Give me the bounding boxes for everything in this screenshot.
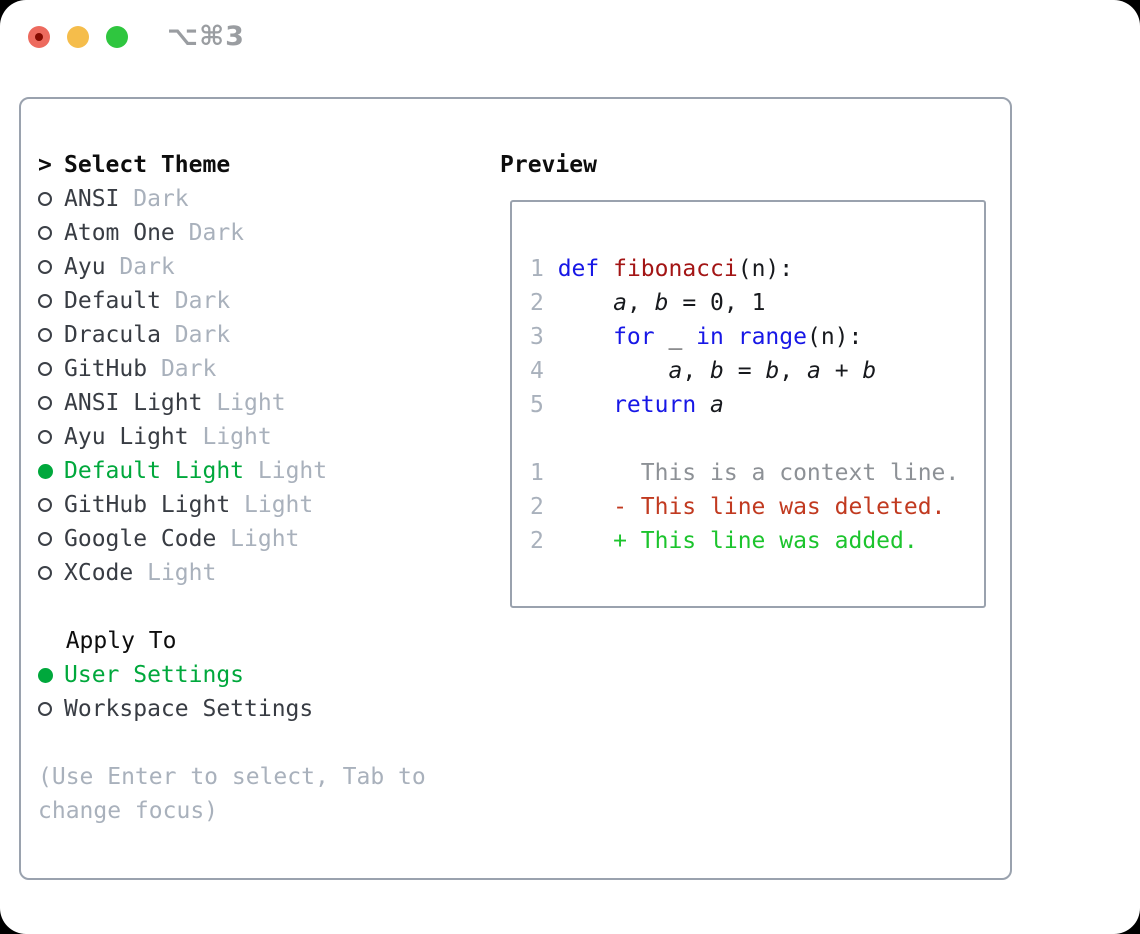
radio-icon [38, 566, 52, 580]
line-number: 2 [530, 494, 544, 520]
theme-option[interactable]: ANSI Dark [38, 182, 327, 216]
radio-icon [38, 463, 53, 479]
theme-option[interactable]: Ayu Dark [38, 250, 327, 284]
line-number: 3 [530, 324, 544, 350]
radio-icon [38, 702, 52, 716]
code-line: 5 return a [530, 388, 959, 422]
line-number: 1 [530, 256, 544, 282]
radio-icon [38, 260, 52, 274]
radio-icon [38, 667, 53, 683]
code-line: 4 a, b = b, a + b [530, 354, 959, 388]
code-line: 3 for _ in range(n): [530, 320, 959, 354]
apply-to-section: Apply To User Settings Workspace Setting… [38, 624, 313, 726]
minimize-button-icon[interactable] [67, 26, 89, 48]
theme-option[interactable]: GitHub Dark [38, 352, 327, 386]
code-line: 2 + This line was added. [530, 524, 959, 558]
theme-option[interactable]: Dracula Dark [38, 318, 327, 352]
theme-option[interactable]: XCode Light [38, 556, 327, 590]
code-line: 2 a, b = 0, 1 [530, 286, 959, 320]
line-number: 2 [530, 290, 544, 316]
radio-icon [38, 328, 52, 342]
zoom-button-icon[interactable] [106, 26, 128, 48]
radio-icon [38, 226, 52, 240]
theme-option[interactable]: Default Dark [38, 284, 327, 318]
preview-pane [510, 200, 986, 608]
theme-option[interactable]: Google Code Light [38, 522, 327, 556]
radio-icon [38, 192, 52, 206]
select-theme-title: Select Theme [64, 152, 231, 178]
radio-icon [38, 396, 52, 410]
code-line: 2 - This line was deleted. [530, 490, 959, 524]
line-number: 4 [530, 358, 544, 384]
line-number: 5 [530, 392, 544, 418]
keyboard-shortcut-label: ⌥⌘3 [167, 21, 245, 52]
radio-icon [38, 294, 52, 308]
code-line [530, 422, 959, 456]
apply-to-option[interactable]: User Settings [38, 658, 313, 692]
code-line: 1 This is a context line. [530, 456, 959, 490]
close-button-icon[interactable] [28, 26, 50, 48]
apply-to-label: Apply To [65, 628, 177, 654]
radio-icon [38, 498, 52, 512]
radio-icon [38, 430, 52, 444]
radio-icon [38, 532, 52, 546]
preview-title: Preview [500, 152, 597, 178]
theme-option[interactable]: ANSI Light Light [38, 386, 327, 420]
theme-option[interactable]: Atom One Dark [38, 216, 327, 250]
theme-option[interactable]: Ayu Light Light [38, 420, 327, 454]
help-text: (Use Enter to select, Tab to change focu… [38, 764, 426, 824]
titlebar: ⌥⌘3 [0, 0, 1140, 76]
select-theme-header: > Select Theme [38, 148, 327, 182]
prompt-icon: > [38, 152, 52, 178]
apply-to-option[interactable]: Workspace Settings [38, 692, 313, 726]
line-number: 2 [530, 528, 544, 554]
theme-option[interactable]: GitHub Light Light [38, 488, 327, 522]
theme-list: > Select Theme ANSI Dark Atom One Dark A… [38, 148, 327, 590]
radio-icon [38, 362, 52, 376]
theme-option[interactable]: Default Light Light [38, 454, 327, 488]
line-number: 1 [530, 460, 544, 486]
